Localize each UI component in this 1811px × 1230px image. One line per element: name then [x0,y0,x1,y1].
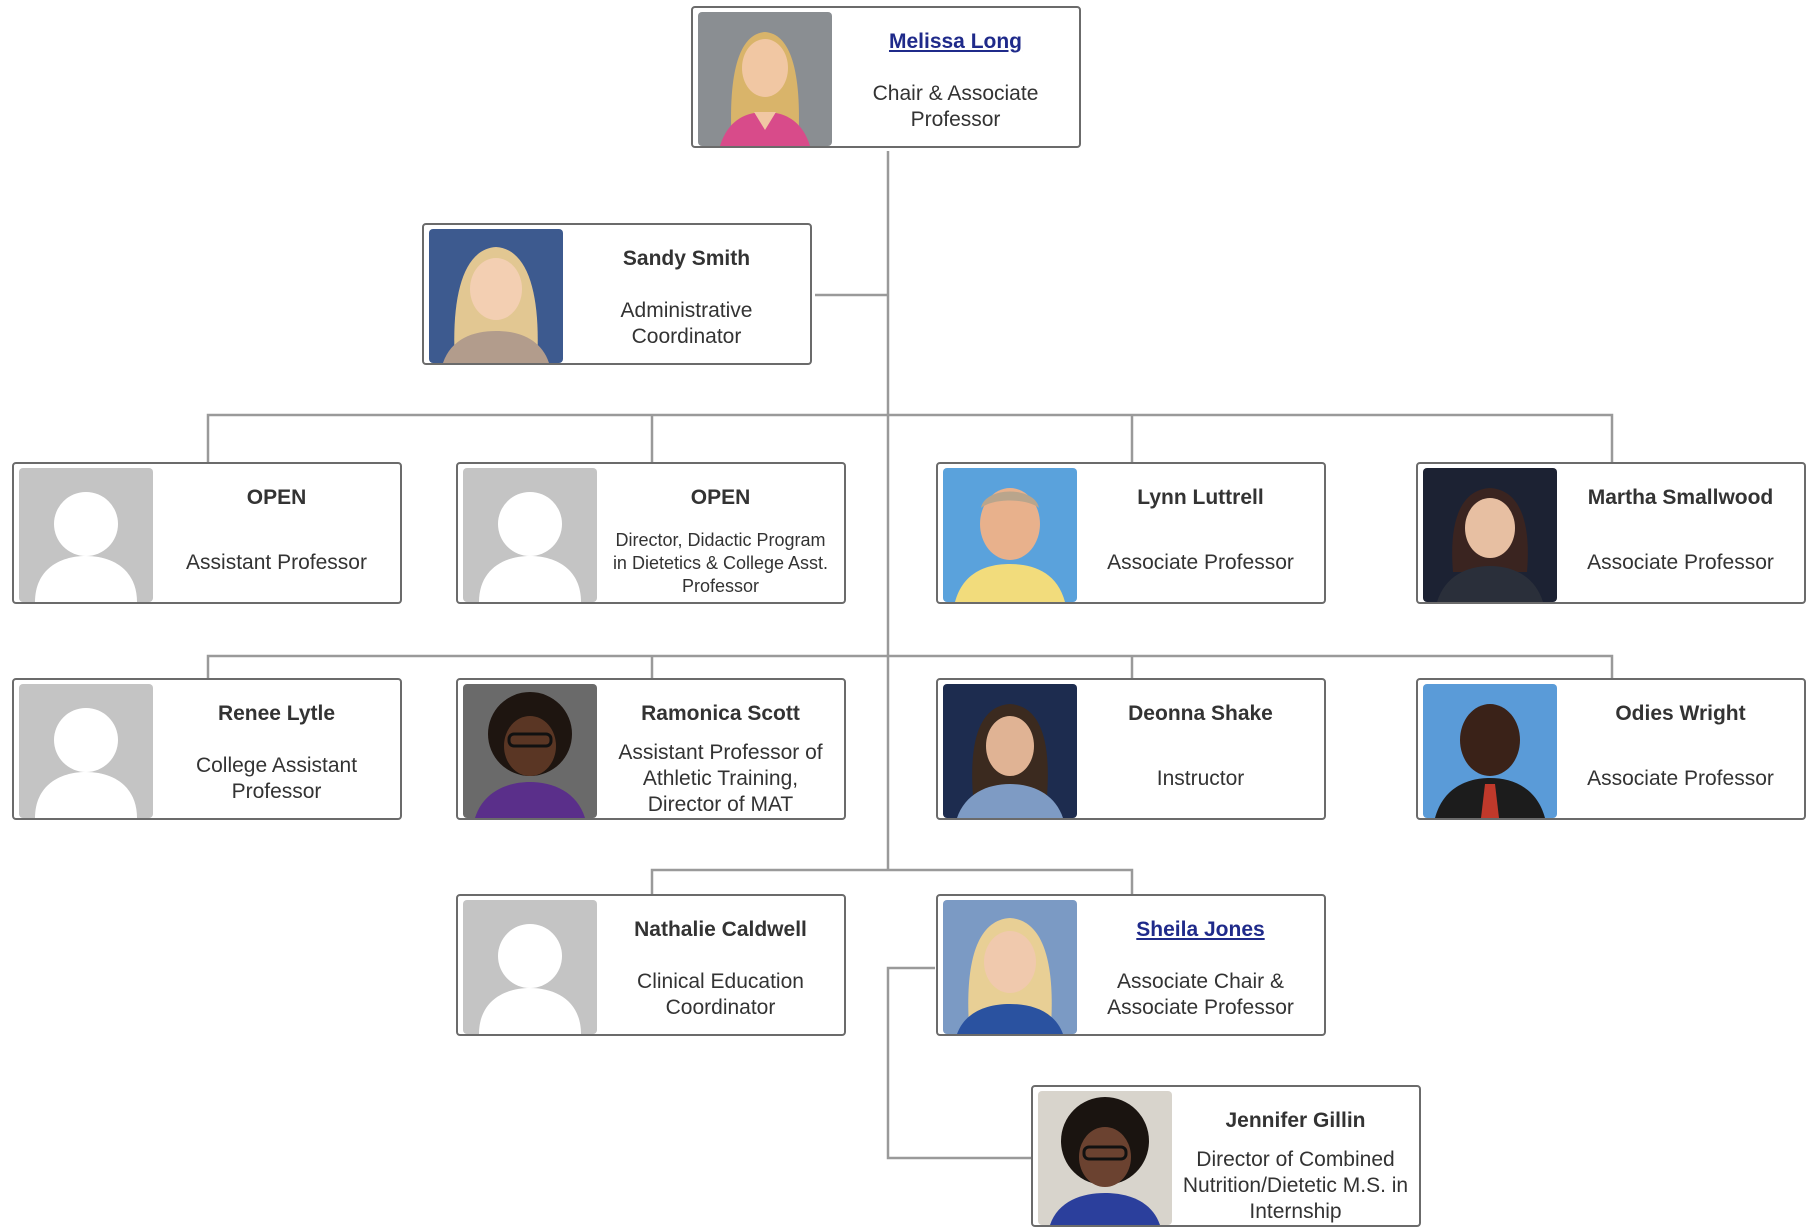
photo-lynn-luttrell [943,468,1077,602]
node-renee-lytle[interactable]: Renee Lytle College Assistant Professor [12,678,402,820]
node-title: Director, Didactic Program in Dietetics … [612,529,829,596]
node-name: Odies Wright [1615,702,1746,725]
node-name: Jennifer Gillin [1225,1109,1366,1132]
node-title: Instructor [1156,767,1245,790]
node-title: Associate Professor [1107,551,1294,574]
node-lynn-luttrell[interactable]: Lynn Luttrell Associate Professor [936,462,1326,604]
node-title: Associate Chair & Associate Professor [1107,970,1294,1019]
node-name[interactable]: Melissa Long [888,30,1023,53]
node-name: Deonna Shake [1128,702,1273,725]
node-sandy-smith[interactable]: Sandy Smith Administrative Coordinator [422,223,812,365]
node-name: Ramonica Scott [641,702,800,725]
node-sheila-jones[interactable]: Sheila Jones Associate Chair & Associate… [936,894,1326,1036]
node-title: Chair & Associate Professor [872,82,1039,131]
node-name: Martha Smallwood [1587,486,1774,509]
node-title: Assistant Professor of Athletic Training… [618,741,823,816]
photo-sandy-smith [429,229,563,363]
node-title: Associate Professor [1587,767,1774,790]
node-name: OPEN [690,486,751,509]
placeholder-avatar-icon [463,900,597,1034]
node-name[interactable]: Sheila Jones [1136,918,1265,941]
placeholder-avatar-icon [463,468,597,602]
node-name: Lynn Luttrell [1137,486,1264,509]
node-jennifer-gillin[interactable]: Jennifer Gillin Director of Combined Nut… [1031,1085,1421,1227]
photo-odies-wright [1423,684,1557,818]
node-odies-wright[interactable]: Odies Wright Associate Professor [1416,678,1806,820]
placeholder-avatar-icon [19,684,153,818]
photo-deonna-shake [943,684,1077,818]
photo-ramonica-scott [463,684,597,818]
node-open-assistant[interactable]: OPEN Assistant Professor [12,462,402,604]
photo-melissa-long [698,12,832,146]
node-deonna-shake[interactable]: Deonna Shake Instructor [936,678,1326,820]
photo-jennifer-gillin [1038,1091,1172,1225]
node-ramonica-scott[interactable]: Ramonica Scott Assistant Professor of At… [456,678,846,820]
node-title: Administrative Coordinator [620,299,753,348]
node-title: College Assistant Professor [195,754,358,803]
node-name: Renee Lytle [217,702,336,725]
node-name: Nathalie Caldwell [634,918,807,941]
node-title: Assistant Professor [186,551,367,574]
node-nathalie-caldwell[interactable]: Nathalie Caldwell Clinical Education Coo… [456,894,846,1036]
node-melissa-long[interactable]: Melissa Long Chair & Associate Professor [691,6,1081,148]
placeholder-avatar-icon [19,468,153,602]
node-name: Sandy Smith [622,247,751,270]
photo-martha-smallwood [1423,468,1557,602]
node-name: OPEN [246,486,307,509]
node-martha-smallwood[interactable]: Martha Smallwood Associate Professor [1416,462,1806,604]
node-title: Clinical Education Coordinator [637,970,804,1019]
node-title: Associate Professor [1587,551,1774,574]
node-title: Director of Combined Nutrition/Dietetic … [1182,1148,1409,1223]
photo-sheila-jones [943,900,1077,1034]
node-open-director[interactable]: OPEN Director, Didactic Program in Diete… [456,462,846,604]
